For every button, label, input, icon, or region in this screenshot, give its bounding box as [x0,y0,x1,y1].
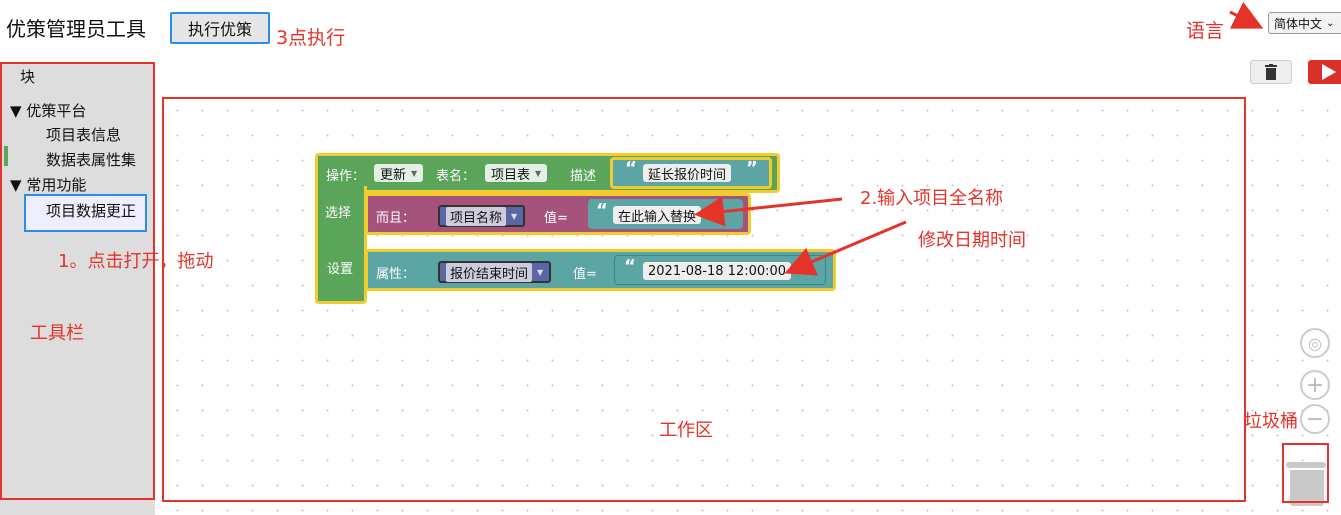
trashcan-icon[interactable] [1290,470,1324,506]
zoom-in-button[interactable]: + [1300,370,1330,400]
operation-label: 操作： [326,169,366,184]
play-icon [1322,64,1336,80]
attr-label: 属性： [376,267,416,282]
workspace-annotation: 工作区 [659,420,713,441]
quote-open-icon: “ [625,158,637,179]
set-value-label: 值= [573,267,597,282]
toolbox-selection-highlight [24,194,147,232]
language-select[interactable]: 简体中文 ⌄ [1268,12,1341,34]
select-label: 选择 [325,206,352,221]
table-dropdown[interactable]: 项目表 ▼ [485,164,548,183]
dropdown-arrow-icon: ▼ [537,267,544,277]
toolbox [0,62,155,515]
language-annotation: 语言 [1186,20,1225,42]
workspace-top-strip [155,62,1341,90]
toolbar-annotation: 工具栏 [30,323,84,344]
quote-close-icon: ” [746,158,758,179]
arrow-to-date-input [784,220,907,276]
trash-annotation: 垃圾桶 [1244,411,1298,432]
open-drag-annotation: 1。点击打开，拖动 [58,251,214,272]
operation-dropdown[interactable]: 更新 ▼ [374,164,424,183]
toolbox-item-project-table[interactable]: 项目表信息 [46,126,122,144]
zoom-out-button[interactable]: − [1300,404,1330,434]
set-label: 设置 [327,262,354,277]
dropdown-arrow-icon: ▼ [411,168,418,178]
arrow-to-name-input [694,196,843,227]
quote-open-icon: “ [624,256,636,277]
target-icon: ◎ [1308,333,1322,353]
where-value-input[interactable]: 在此输入替换 [613,206,702,225]
table-label: 表名： [436,169,476,184]
desc-string-block[interactable] [610,157,772,189]
trash-icon [1265,64,1277,80]
desc-label: 描述 [570,169,597,184]
run-hint-annotation: 3点执行 [276,27,346,49]
field-dropdown[interactable]: 项目名称 ▼ [438,205,526,227]
toolbox-item-attribute-set[interactable]: 数据表属性集 [46,151,137,169]
recenter-button[interactable]: ◎ [1300,328,1330,358]
chevron-down-icon: ⌄ [1326,17,1335,29]
language-select-value: 简体中文 [1274,16,1323,31]
update-block-body[interactable] [315,186,367,304]
dropdown-arrow-icon: ▼ [511,211,518,221]
desc-input[interactable]: 延长报价时间 [643,164,732,183]
toolbox-category-platform[interactable]: ▼ 优策平台 [10,102,87,120]
toolbox-header: 块 [20,68,36,86]
set-value-input[interactable]: 2021-08-18 12:00:00 [643,262,792,280]
modify-date-annotation: 修改日期时间 [918,230,1026,251]
toolbox-category-label: 优策平台 [26,102,87,120]
minus-icon: − [1305,406,1325,432]
delete-button[interactable] [1250,60,1292,84]
toolbox-item-marker [4,146,8,166]
toolbox-category-label: 常用功能 [26,176,87,194]
input-name-annotation: 2.输入项目全名称 [860,188,1004,209]
where-value-label: 值= [544,211,568,226]
arrow-to-language [1229,1,1264,29]
toolbox-category-common[interactable]: ▼ 常用功能 [10,176,87,194]
table-dropdown-value: 项目表 [491,167,531,183]
page-title: 优策管理员工具 [6,17,146,41]
field-dropdown-value: 项目名称 [446,206,507,226]
quote-open-icon: “ [596,200,608,221]
run-code-button[interactable] [1308,60,1341,84]
and-label: 而且： [376,211,416,226]
toolbox-item-data-correction[interactable]: 项目数据更正 [46,202,137,220]
operation-dropdown-value: 更新 [380,167,407,183]
run-button[interactable]: 执行优策 [170,12,270,44]
dropdown-arrow-icon: ▼ [535,168,542,178]
trashcan-lid-icon [1286,462,1326,468]
attr-dropdown[interactable]: 报价结束时间 ▼ [438,261,552,283]
plus-icon: + [1305,372,1325,398]
attr-dropdown-value: 报价结束时间 [446,262,533,282]
